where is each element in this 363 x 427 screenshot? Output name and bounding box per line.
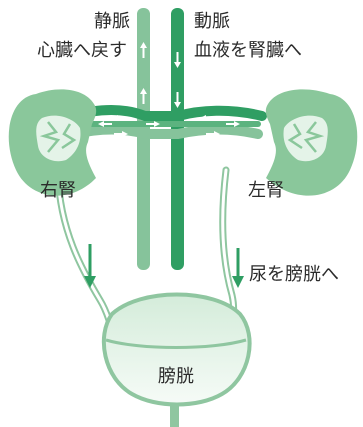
bladder xyxy=(101,292,252,427)
artery-desc: 血液を腎臓へ xyxy=(194,40,302,61)
urethra xyxy=(170,404,179,427)
right-kidney xyxy=(8,89,97,196)
right-kidney-label: 右腎 xyxy=(40,180,76,201)
bladder-label: 膀胱 xyxy=(158,366,194,387)
up-arrow-icon xyxy=(140,42,147,58)
vein-title: 静脈 xyxy=(94,11,130,32)
vein-desc: 心臓へ戻す xyxy=(37,40,127,61)
left-kidney-label: 左腎 xyxy=(248,180,284,201)
down-arrow-icon xyxy=(174,52,181,68)
urine-flow-label: 尿を膀胱へ xyxy=(249,264,339,285)
artery-title: 動脈 xyxy=(194,11,230,32)
down-arrow-icon xyxy=(232,248,244,288)
urine-flow-arrows xyxy=(84,244,244,288)
vessel-flow-arrows xyxy=(98,42,240,137)
vein xyxy=(137,8,150,270)
left-kidney xyxy=(265,89,358,196)
down-arrow-icon xyxy=(84,244,96,288)
down-arrow-icon xyxy=(174,92,181,108)
renal-vessels xyxy=(65,105,267,139)
up-arrow-icon xyxy=(140,88,147,104)
